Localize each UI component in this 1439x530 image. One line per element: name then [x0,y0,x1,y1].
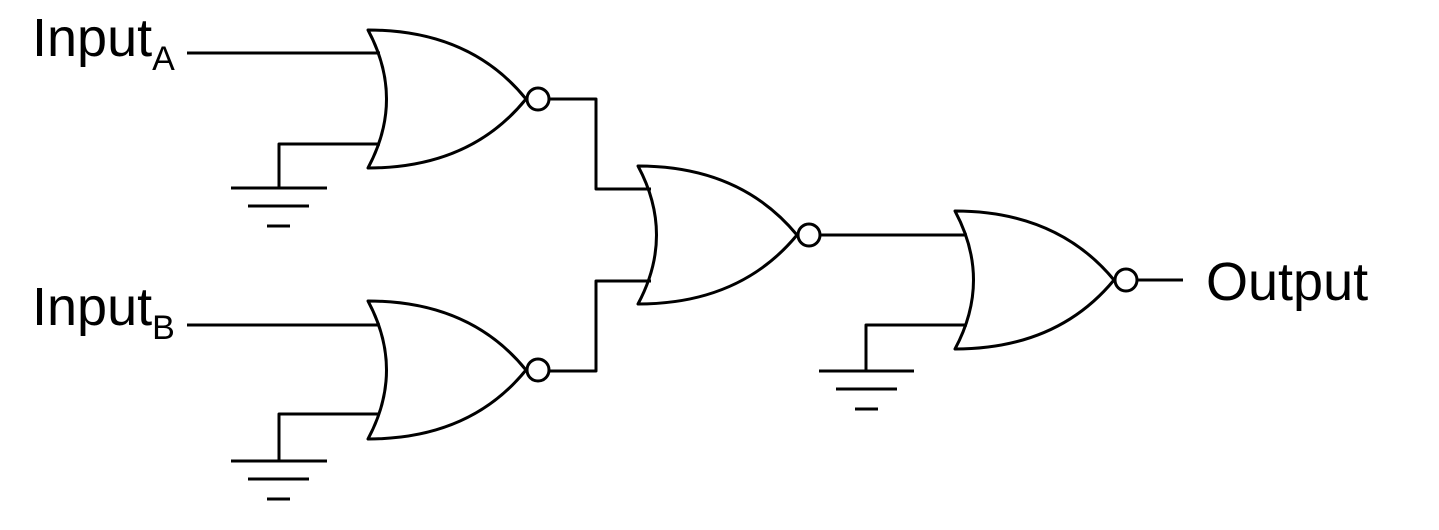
input-b-subscript: B [152,309,175,347]
nor-gate-3 [636,164,822,306]
nor-gate-2 [366,299,551,441]
ground-icon-2 [231,459,327,501]
input-a-label: InputA [32,8,175,78]
ground-icon-3 [819,369,914,411]
gate2-ground-wire [277,412,380,461]
input-a-subscript: A [152,40,175,78]
gate4-ground-wire [864,323,967,371]
nor-gate-4 [953,209,1139,351]
gate1-to-gate3-wire [550,97,651,191]
ground-icon-1 [231,186,327,228]
nor-gate-1 [366,28,551,170]
gate2-to-gate3-wire [550,279,651,373]
output-label: Output [1206,252,1368,312]
input-b-label: InputB [32,277,175,347]
gate1-ground-wire [277,142,380,188]
